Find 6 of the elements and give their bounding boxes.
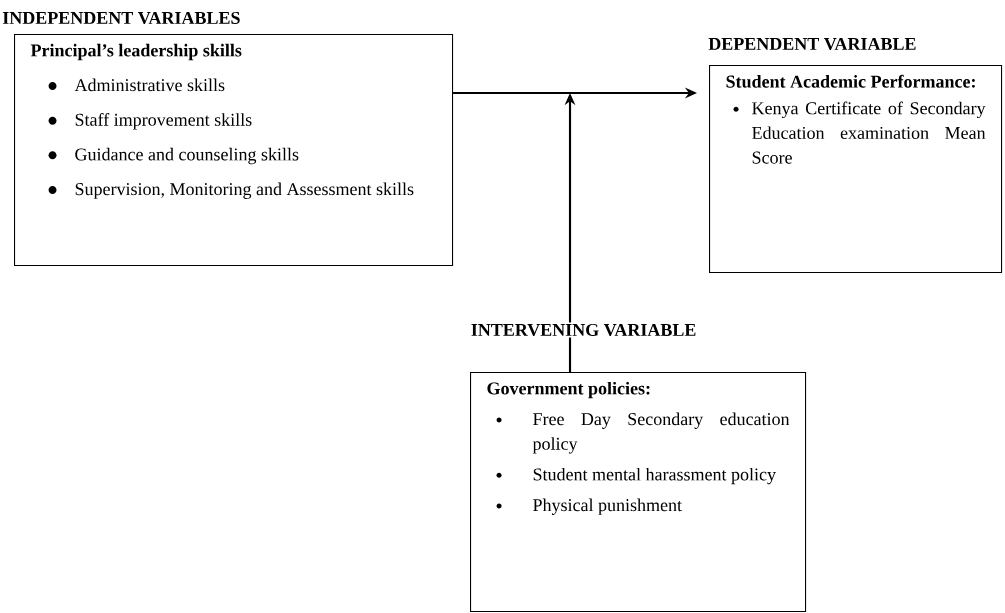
heading-label: INTERVENING VARIABLE xyxy=(469,322,698,338)
heading-label: INDEPENDENT VARIABLES xyxy=(2,11,240,25)
variable-box: Principal’s leadership skills Administrative skills Staff improvement skills Guidance and counseling skills Supervision, Monitoring and Assessment skills xyxy=(14,34,454,267)
variable-box: Student Academic Performance: Kenya Certificate of Secondary Education examination Mean Score xyxy=(709,65,1003,274)
heading-label: DEPENDENT VARIABLE xyxy=(708,37,916,51)
variable-box: Government policies: Free Day Secondary education policy Student mental harassment policy Physical punishment xyxy=(470,372,807,613)
